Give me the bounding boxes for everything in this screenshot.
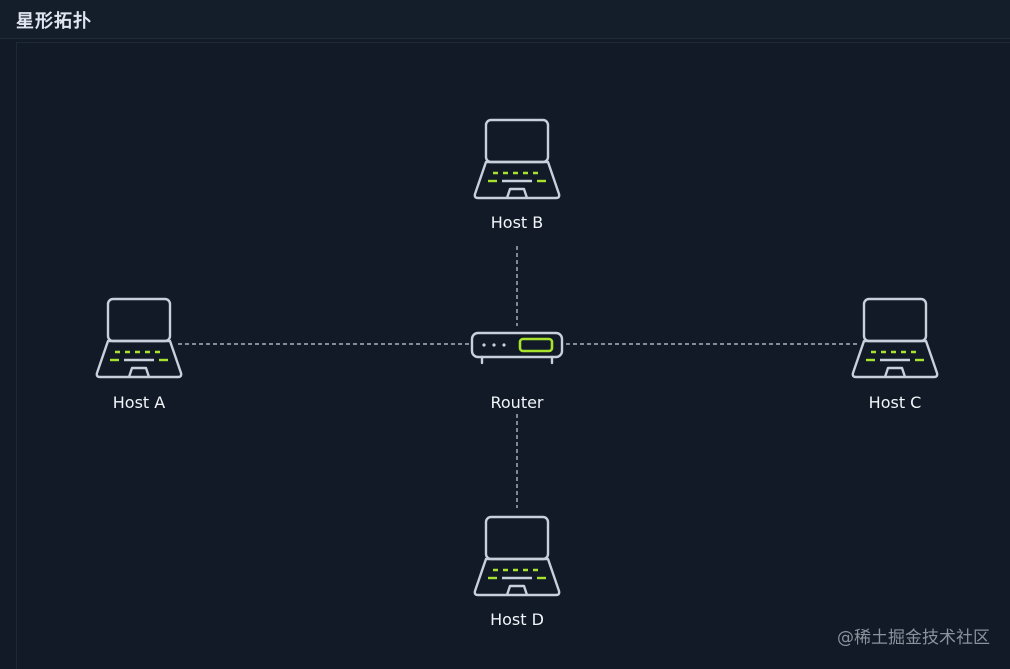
host-a-label: Host A bbox=[112, 393, 166, 412]
laptop-icon bbox=[851, 297, 939, 379]
watermark: @稀土掘金技术社区 bbox=[837, 628, 990, 648]
header-bar: 星形拓扑 bbox=[0, 0, 1010, 39]
laptop-icon bbox=[473, 118, 561, 200]
laptop-icon bbox=[95, 297, 183, 379]
diagram-panel bbox=[16, 42, 1010, 669]
host-b-label: Host B bbox=[490, 213, 544, 232]
host-d-label: Host D bbox=[490, 610, 544, 629]
host-c-label: Host C bbox=[868, 393, 922, 412]
router-label: Router bbox=[490, 393, 544, 412]
connection-lines bbox=[178, 246, 858, 508]
laptop-icon bbox=[473, 515, 561, 597]
router-icon bbox=[470, 331, 564, 365]
page-title: 星形拓扑 bbox=[16, 11, 92, 32]
